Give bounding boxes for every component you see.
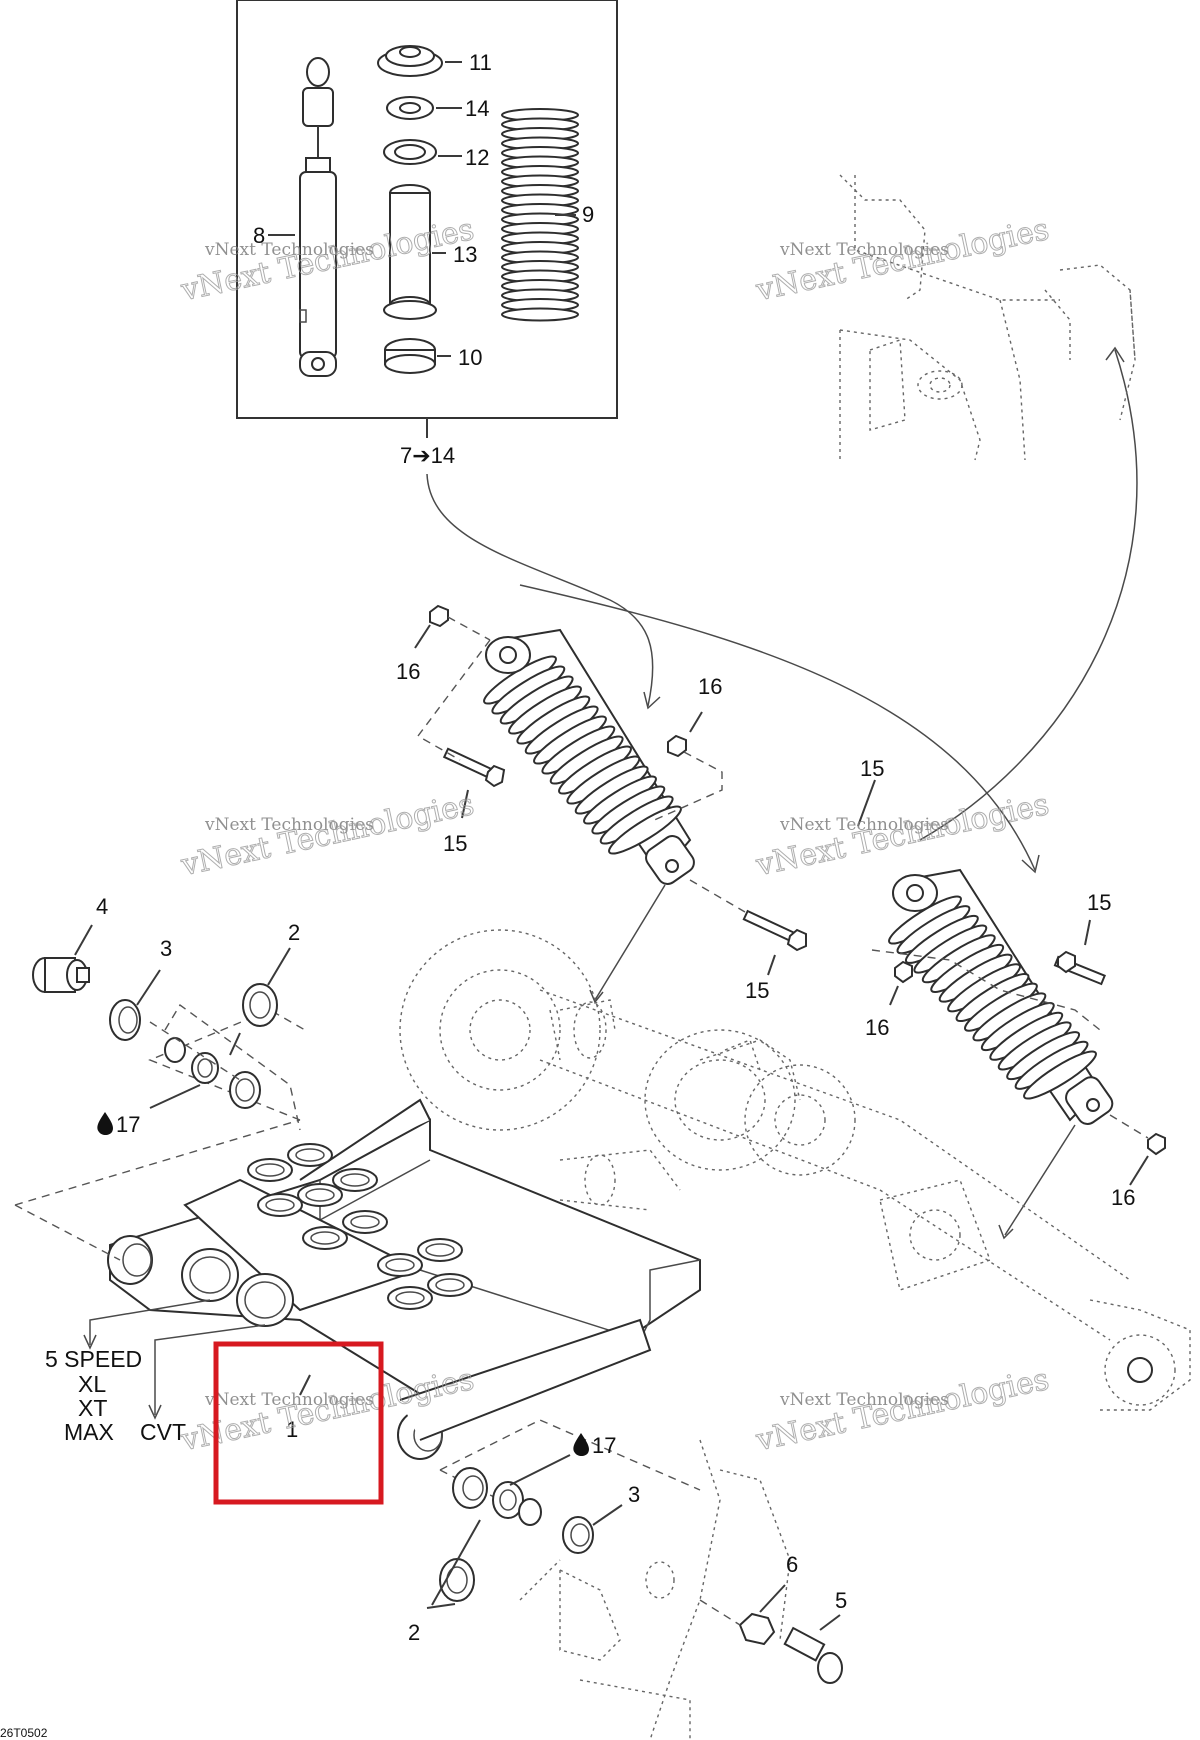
variant-cvt: CVT (140, 1419, 186, 1445)
label-12: 12 (465, 145, 489, 170)
label-17a: 17 (116, 1112, 140, 1137)
label-9: 9 (582, 202, 594, 227)
label-13: 13 (453, 242, 477, 267)
watermark-line1: vNext Technologies (779, 240, 949, 260)
label-6: 6 (786, 1552, 798, 1577)
oil-drop-icon-2 (573, 1433, 590, 1456)
watermark-line1: vNext Technologies (204, 240, 374, 260)
variant-xt: XT (78, 1395, 107, 1421)
label-14: 14 (465, 96, 489, 121)
part-3-seal (109, 999, 141, 1041)
highlight-box-part-1 (213, 1341, 384, 1505)
variant-max: MAX (64, 1419, 114, 1445)
shock-left-coils (483, 655, 682, 855)
shock-kit-inset: 11 14 12 13 10 9 8 (236, 0, 618, 419)
label-8: 8 (253, 223, 265, 248)
label-15b: 15 (745, 978, 769, 1003)
oil-drop-icon (97, 1112, 114, 1135)
label-15d: 15 (1087, 890, 1111, 915)
label-5: 5 (835, 1588, 847, 1613)
shock-right-coils (888, 895, 1097, 1100)
label-16c: 16 (865, 1015, 889, 1040)
rear-axle-assembly (399, 929, 1191, 1411)
watermark-line2: vNext Technologies (752, 787, 1052, 883)
watermark-line1: vNext Technologies (204, 1390, 374, 1410)
watermark-line1: vNext Technologies (204, 815, 374, 835)
variant-5-speed: 5 SPEED (45, 1346, 142, 1372)
label-1: 1 (286, 1417, 298, 1442)
figure-code: 26T0502 (0, 1726, 48, 1740)
label-15c: 15 (860, 756, 884, 781)
watermark-line2: vNext Technologies (752, 212, 1052, 308)
label-16a: 16 (396, 659, 420, 684)
label-2b: 2 (408, 1620, 420, 1645)
part-13-sleeve (383, 184, 437, 320)
part-10-adjuster-ring (384, 338, 436, 374)
label-17b: 17 (592, 1433, 616, 1458)
label-15a: 15 (443, 831, 467, 856)
part-2-bearing (242, 983, 278, 1027)
watermark-line1: vNext Technologies (779, 815, 949, 835)
swing-arm-holes (247, 1143, 473, 1310)
variant-xl: XL (78, 1371, 106, 1397)
watermark-line2: vNext Technologies (177, 787, 477, 883)
watermark-line1: vNext Technologies (779, 1390, 949, 1410)
part-11-spring-cap (377, 45, 443, 77)
label-16b: 16 (698, 674, 722, 699)
variant-annotations: 5 SPEED XL XT MAX CVT (45, 1299, 266, 1445)
watermark-line2: vNext Technologies (752, 1362, 1052, 1458)
label-16d: 16 (1111, 1185, 1135, 1210)
right-shock-hardware: 15 15 16 16 (857, 756, 1166, 1210)
label-10: 10 (458, 345, 482, 370)
label-11: 11 (469, 50, 492, 75)
label-3a: 3 (160, 936, 172, 961)
left-bearing-group: 4 3 2 17 (32, 894, 301, 1137)
label-3b: 3 (628, 1482, 640, 1507)
inset-label: 7➔14 (400, 443, 455, 468)
swing-arm (107, 1098, 701, 1460)
part-14-retainer-clip (386, 96, 434, 120)
upper-left-shock-hardware: 16 15 16 15 (396, 604, 807, 1003)
label-4a: 4 (96, 894, 108, 919)
frame-mount-detail (839, 174, 1136, 461)
part-12-washer (383, 139, 437, 165)
shock-absorber-right (888, 868, 1114, 1125)
lower-frame-detail: 6 5 (519, 1439, 847, 1740)
label-2a: 2 (288, 920, 300, 945)
right-bearing-group: 17 3 2 (408, 1433, 640, 1645)
part-8-shock-body (299, 57, 337, 377)
shock-absorber-left (483, 628, 695, 885)
part-4-bushing (32, 957, 90, 993)
part-9-coil-spring (501, 108, 579, 322)
